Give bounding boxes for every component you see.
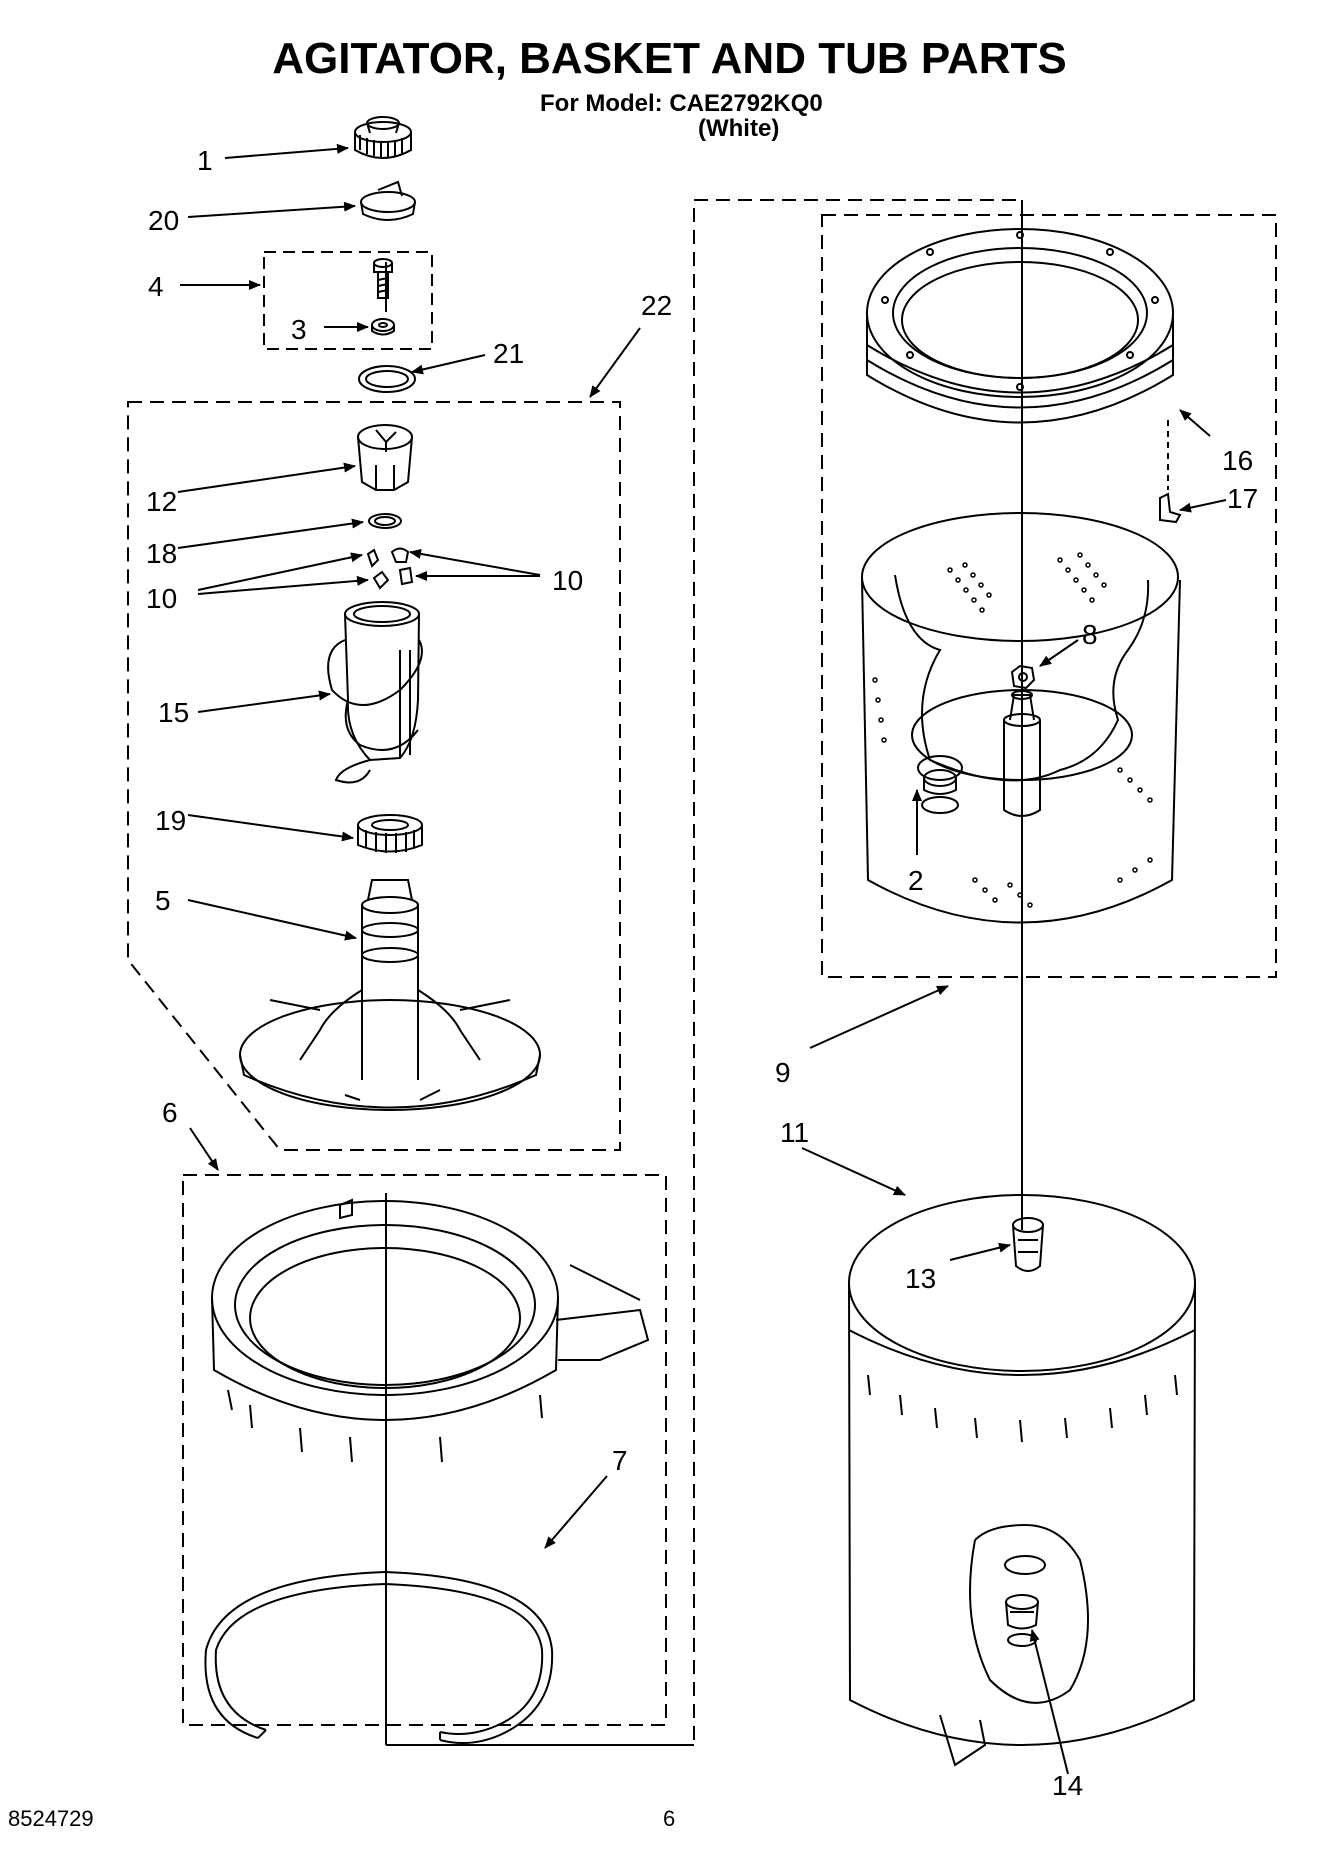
callout-16: 16 <box>1222 445 1253 476</box>
part-19-bearing <box>357 814 423 853</box>
part-7-clamp-ring <box>204 1570 554 1745</box>
part-11-outer-tub <box>848 1194 1196 1767</box>
callout-6: 6 <box>162 1097 178 1128</box>
part-10-dogs <box>366 547 414 590</box>
callout-19: 19 <box>155 805 186 836</box>
callout-10-right: 10 <box>552 565 583 596</box>
group-box-6 <box>182 1174 667 1726</box>
part-21-seal <box>358 365 416 393</box>
callout-13: 13 <box>905 1263 936 1294</box>
callout-14: 14 <box>1052 1770 1083 1801</box>
model-line: For Model: CAE2792KQ0 <box>540 90 823 117</box>
part-8-nut <box>1010 664 1036 690</box>
part-13-seal <box>1012 1217 1044 1272</box>
callout-15: 15 <box>158 697 189 728</box>
document-number: 8524729 <box>8 1806 94 1831</box>
part-5-agitator-base <box>239 879 541 1111</box>
part-18-ring <box>368 513 402 529</box>
callout-8: 8 <box>1082 619 1098 650</box>
callout-1: 1 <box>197 145 213 176</box>
part-14-fitting <box>1005 1594 1039 1630</box>
part-1-cap <box>354 116 412 159</box>
part-17-clip <box>1159 492 1182 524</box>
part-20-cap-insert <box>360 180 416 221</box>
callout-12: 12 <box>146 486 177 517</box>
page-number: 6 <box>663 1806 676 1831</box>
part-15-auger <box>327 601 423 784</box>
callout-10-left: 10 <box>146 583 177 614</box>
page-title: AGITATOR, BASKET AND TUB PARTS <box>272 34 1067 83</box>
group-box-22 <box>127 401 621 1151</box>
callout-20: 20 <box>148 205 179 236</box>
part-4-bolt <box>373 258 393 299</box>
color-line: (White) <box>698 115 780 142</box>
part-3-washer <box>371 318 395 336</box>
callout-11: 11 <box>780 1117 809 1148</box>
callout-4: 4 <box>148 271 164 302</box>
callout-9: 9 <box>775 1057 791 1088</box>
part-16-balance-ring <box>866 228 1174 424</box>
leader-lines <box>177 143 1227 1775</box>
callout-3: 3 <box>291 314 307 345</box>
part-6-tub-ring <box>211 1198 650 1463</box>
part-12-cam <box>357 424 413 491</box>
callout-17: 17 <box>1227 483 1258 514</box>
callout-5: 5 <box>155 885 171 916</box>
callout-2: 2 <box>908 865 924 896</box>
group-box-9 <box>821 214 1277 978</box>
callout-18: 18 <box>146 538 177 569</box>
callout-21: 21 <box>493 338 524 369</box>
group-box-connector <box>693 199 1022 1740</box>
part-9-basket <box>861 512 1181 924</box>
group-box-4 <box>263 251 433 350</box>
callout-7: 7 <box>612 1445 628 1476</box>
part-2-shaft-plug <box>923 769 957 795</box>
callout-22: 22 <box>641 290 672 321</box>
callout-numbers: 1 20 4 3 21 22 12 18 10 10 15 19 5 6 7 1… <box>146 145 1258 1801</box>
